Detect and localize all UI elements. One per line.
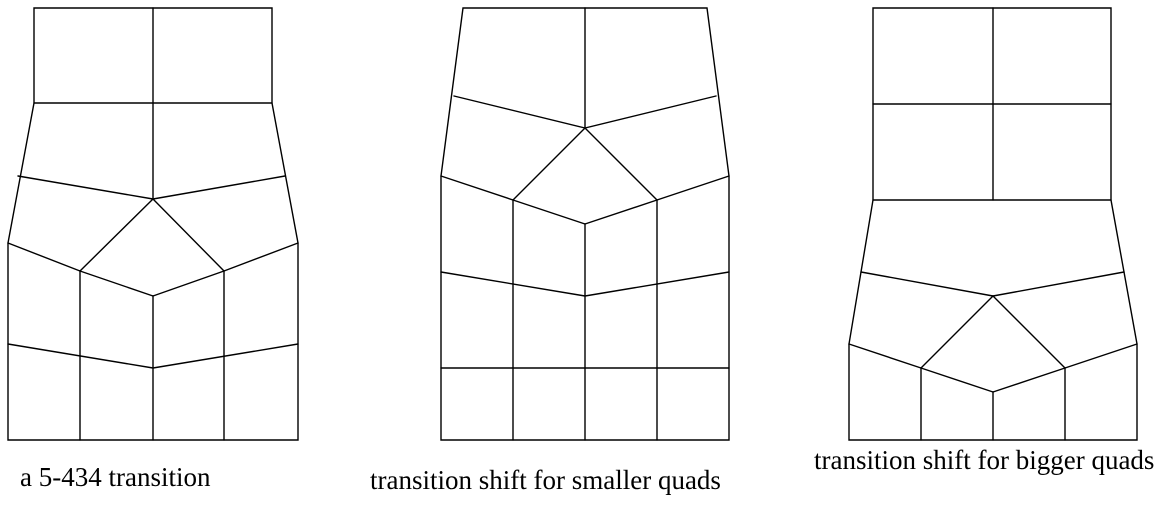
- mesh-b-edge: [584, 199, 658, 225]
- mesh-b-edge: [584, 95, 717, 129]
- mesh-a-outline: [7, 7, 299, 441]
- mesh-c-edge: [992, 367, 1066, 393]
- mesh-b-edge: [512, 199, 586, 225]
- mesh-c: [848, 7, 1138, 441]
- mesh-b-edge: [440, 271, 586, 297]
- mesh-c-outline: [848, 7, 1138, 441]
- mesh-a-edge: [152, 270, 225, 297]
- mesh-b: [440, 7, 730, 441]
- mesh-b-edge: [584, 127, 658, 201]
- mesh-a-edge: [7, 343, 154, 369]
- mesh-a-edge: [152, 198, 225, 272]
- mesh-c-edge: [920, 367, 994, 393]
- caption-shift-smaller-quads: transition shift for smaller quads: [370, 465, 721, 495]
- mesh-b-edge: [453, 95, 586, 129]
- mesh-c-edge: [920, 295, 994, 369]
- mesh-c-edge: [1064, 343, 1138, 369]
- mesh-a-edge: [79, 270, 154, 297]
- mesh-a-edge: [79, 198, 154, 272]
- mesh-b-edge: [440, 175, 514, 201]
- mesh-a: [7, 7, 299, 441]
- caption-shift-bigger-quads: transition shift for bigger quads: [814, 445, 1155, 475]
- mesh-c-edge: [992, 271, 1125, 297]
- mesh-a-edge: [7, 242, 81, 272]
- mesh-a-edge: [152, 343, 299, 369]
- mesh-a-edge: [223, 242, 299, 272]
- mesh-b-edge: [512, 127, 586, 201]
- mesh-a-edge: [152, 175, 286, 200]
- caption-5-434-transition: a 5-434 transition: [20, 462, 211, 492]
- mesh-c-edge: [848, 343, 922, 369]
- mesh-c-edge: [860, 271, 994, 297]
- mesh-b-edge: [656, 175, 730, 201]
- mesh-c-edge: [992, 295, 1066, 369]
- mesh-b-edge: [584, 271, 730, 297]
- mesh-a-edge: [17, 175, 154, 200]
